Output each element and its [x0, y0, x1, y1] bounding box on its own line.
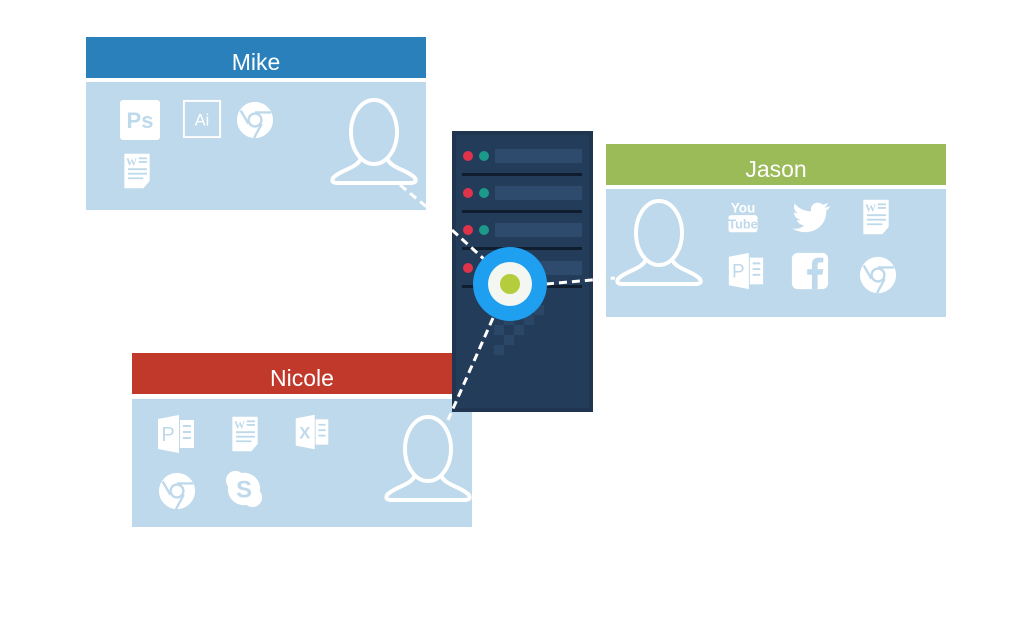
- word-icon: [118, 152, 156, 190]
- word-icon: [226, 411, 264, 457]
- word-icon: [857, 195, 895, 239]
- server-unit: [462, 186, 582, 213]
- illustrator-icon: [182, 99, 222, 139]
- user-panel-nicole: [132, 399, 472, 527]
- user-panel-jason: [606, 189, 946, 317]
- youtube-icon: [724, 197, 762, 235]
- user-header-nicole: Nicole: [132, 353, 472, 394]
- photoshop-icon: [119, 99, 161, 141]
- user-name: Mike: [231, 49, 281, 75]
- user-avatar: [328, 96, 420, 188]
- excel-icon: [292, 413, 332, 451]
- user-avatar: [382, 413, 474, 505]
- chrome-icon: [235, 100, 275, 140]
- user-header-mike: Mike: [86, 37, 426, 78]
- chrome-icon: [157, 471, 197, 511]
- powerpoint-icon: [154, 413, 198, 455]
- powerpoint-icon: [726, 251, 766, 291]
- user-avatar: [613, 197, 705, 289]
- server-unit: [462, 149, 582, 176]
- skype-icon: [224, 469, 264, 509]
- user-name: Nicole: [270, 365, 334, 391]
- user-header-jason: Jason: [606, 144, 946, 185]
- server-rack-icon: [452, 131, 593, 412]
- user-name: Jason: [745, 156, 807, 182]
- twitter-icon: [788, 197, 834, 237]
- chrome-icon: [858, 255, 898, 295]
- facebook-icon: [790, 251, 830, 291]
- user-panel-mike: [86, 82, 426, 210]
